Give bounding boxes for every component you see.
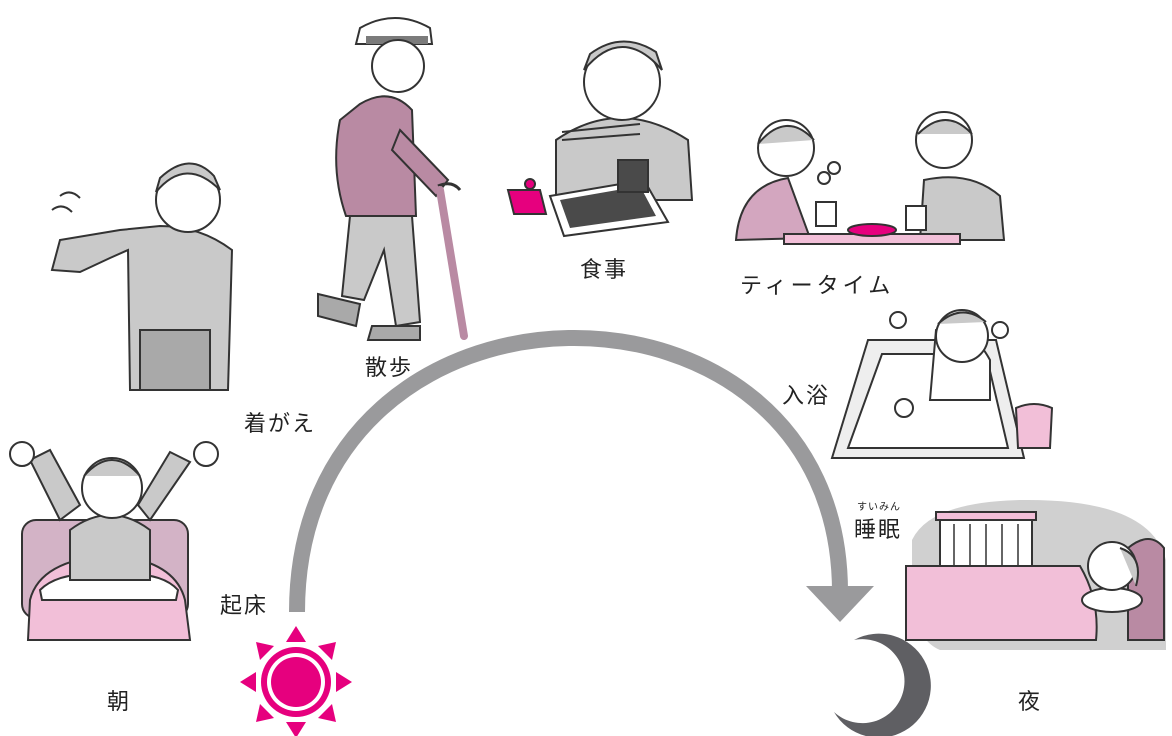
flow-arc-arrow [289, 330, 874, 622]
walk-illustration [317, 17, 468, 341]
dressing-illustration [50, 162, 234, 391]
tea-time-illustration [734, 111, 1006, 245]
label-sleep: 睡眠 [854, 518, 903, 543]
label-dressing: 着がえ [244, 412, 317, 437]
label-night: 夜 [1018, 690, 1043, 715]
label-meal: 食事 [580, 258, 629, 283]
wake-up-illustration [9, 441, 219, 641]
sleep-illustration [905, 499, 1166, 650]
label-bath: 入浴 [782, 384, 831, 409]
sun-icon [240, 626, 352, 736]
label-walk: 散歩 [365, 356, 414, 381]
moon-icon [834, 633, 931, 736]
label-sleep-ruby: すいみん [857, 502, 901, 513]
label-wake-up: 起床 [220, 594, 269, 619]
label-tea-time: ティータイム [740, 274, 895, 299]
meal-illustration [506, 40, 694, 238]
bath-illustration [830, 309, 1054, 459]
label-morning: 朝 [107, 690, 132, 715]
